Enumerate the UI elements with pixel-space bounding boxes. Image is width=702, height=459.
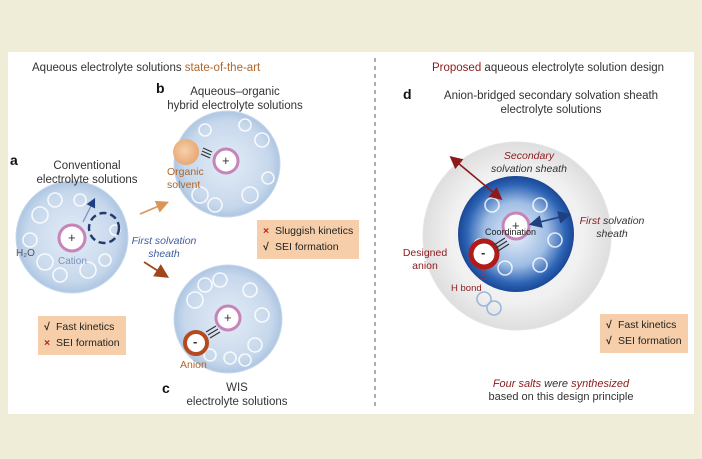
designed-anion-label: Designed anion [396,247,454,272]
sei-formation-text: SEI formation [618,335,682,348]
panel-b-title-line1: Aqueous–organic [190,86,280,98]
h2o-label: H₂O [16,248,35,259]
cation-label: Cation [58,256,87,267]
cation-marker [212,147,240,175]
first-sheath-label-d: First solvation sheath [572,215,652,240]
left-header-text: Aqueous electrolyte solutions [32,62,185,74]
panel-d-properties-box: √ Fast kinetics √ SEI formation [600,314,688,353]
panel-b-properties-box: × Sluggish kinetics √ SEI formation [257,220,360,259]
organic-solvent-label: Organic solvent [167,166,204,191]
plus-symbol: + [512,218,520,233]
designed-anion-marker [468,238,500,270]
panel-b-title-line2: hybrid electrolyte solutions [167,99,303,112]
sei-formation-text: SEI formation [56,337,120,350]
organic-line2: solvent [167,178,201,191]
design-principle-footer: Four salts were synthesized based on thi… [456,378,666,404]
secondary-line2: solvation sheath [491,162,567,175]
cross-icon: × [44,337,51,350]
minus-symbol: - [481,245,486,260]
panel-a-title-line1: Conventional [53,160,121,172]
panel-b-title: Aqueous–organic hybrid electrolyte solut… [160,86,310,114]
left-header: Aqueous electrolyte solutions state-of-t… [32,62,260,76]
panel-letter-a: a [10,152,18,168]
arrow-to-b [139,200,169,215]
sluggish-kinetics-text: Sluggish kinetics [275,225,354,237]
first-solvation-sheath-label: First solvation sheath [124,235,204,260]
conventional-solution-bubble [15,180,129,294]
check-icon: √ [44,321,50,333]
right-header-highlight: Proposed [432,62,482,74]
designed-line2: anion [412,259,438,272]
panel-c-title-line2: electrolyte solutions [186,395,288,408]
water-molecule [476,291,502,316]
panel-a-title-line2: electrolyte solutions [36,173,138,186]
panel-letter-b: b [156,80,165,96]
hybrid-solution-bubble [173,110,281,218]
first-word: First [579,215,601,227]
panel-d-title: Anion-bridged secondary solvation sheath… [426,90,676,118]
cross-icon: × [263,225,270,237]
plus-symbol: + [68,230,76,245]
panel-a-title: Conventional electrolyte solutions [22,160,152,188]
first-sheath-line1: First solvation [131,235,197,247]
organic-solvent-molecule [173,139,199,165]
solvation-highlight [87,211,121,245]
minus-symbol: - [193,334,198,349]
secondary-line1: Secondary [503,150,555,162]
synthesized-text: synthesized [571,378,630,390]
panel-d-title-line2: electrolyte solutions [500,103,602,116]
left-header-highlight: state-of-the-art [184,62,261,74]
cation-marker [214,304,242,332]
right-header: Proposed aqueous electrolyte solution de… [432,62,664,76]
plus-symbol: + [222,153,230,168]
check-icon: √ [606,319,612,331]
arrow-to-c [143,261,170,278]
anion-bridged-solution [422,141,612,331]
check-icon: √ [606,335,612,348]
panel-letter-d: d [403,86,412,102]
were-text: were [541,378,572,390]
secondary-sheath-label: Secondary solvation sheath [474,150,584,175]
plus-symbol: + [224,310,232,325]
panel-c-title-line1: WIS [226,382,248,394]
sei-formation-text: SEI formation [275,241,339,254]
coordination-label: Coordination [485,227,537,237]
sheath-word: sheath [596,227,628,240]
designed-line1: Designed [402,247,448,259]
organic-line1: Organic [167,166,204,178]
panel-a-properties-box: √ Fast kinetics × SEI formation [38,316,126,355]
h-bond-label: H bond [451,283,482,294]
fast-kinetics-text: Fast kinetics [56,321,115,333]
panel-d-title-line1: Anion-bridged secondary solvation sheath [443,90,659,102]
right-header-text: aqueous electrolyte solution design [481,62,665,74]
footer-line2: based on this design principle [488,391,634,404]
panel-letter-c: c [162,380,170,396]
four-salts-text: Four salts [492,378,542,390]
check-icon: √ [263,241,269,254]
first-sheath-line2: sheath [148,247,180,260]
panel-c-title: WIS electrolyte solutions [172,382,302,410]
wis-solution-bubble [173,264,283,374]
anion-label: Anion [180,359,207,371]
fast-kinetics-text: Fast kinetics [618,319,677,331]
cation-marker [57,223,87,253]
solvation-word: solvation [600,215,645,227]
anion-marker [183,330,209,356]
